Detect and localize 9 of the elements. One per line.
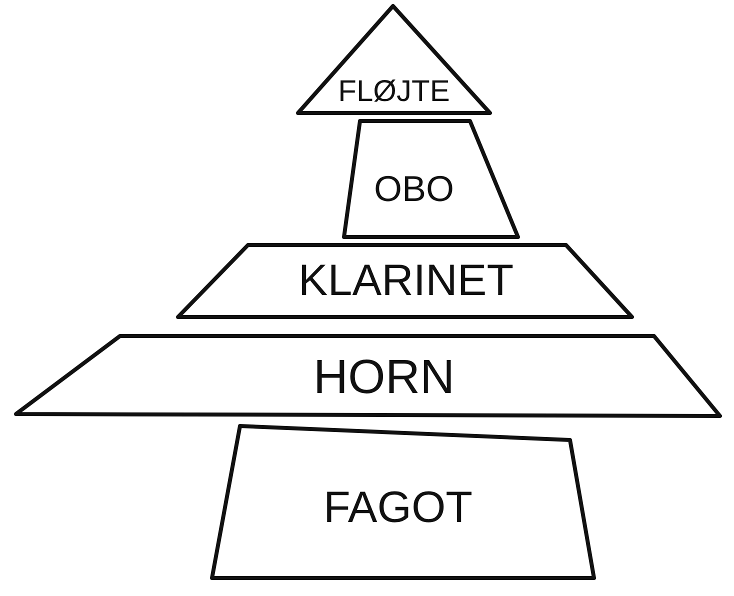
trapezoid-tier bbox=[176, 243, 634, 319]
tier-label: FAGOT bbox=[323, 486, 473, 530]
tier-label: FLØJTE bbox=[338, 77, 450, 107]
tier-label: OBO bbox=[374, 171, 454, 207]
tier-label: HORN bbox=[313, 354, 455, 402]
trapezoid-tier bbox=[14, 334, 722, 420]
trapezoid-tier bbox=[210, 424, 596, 580]
tier-label: KLARINET bbox=[298, 259, 514, 303]
triangle-tier bbox=[296, 4, 492, 115]
